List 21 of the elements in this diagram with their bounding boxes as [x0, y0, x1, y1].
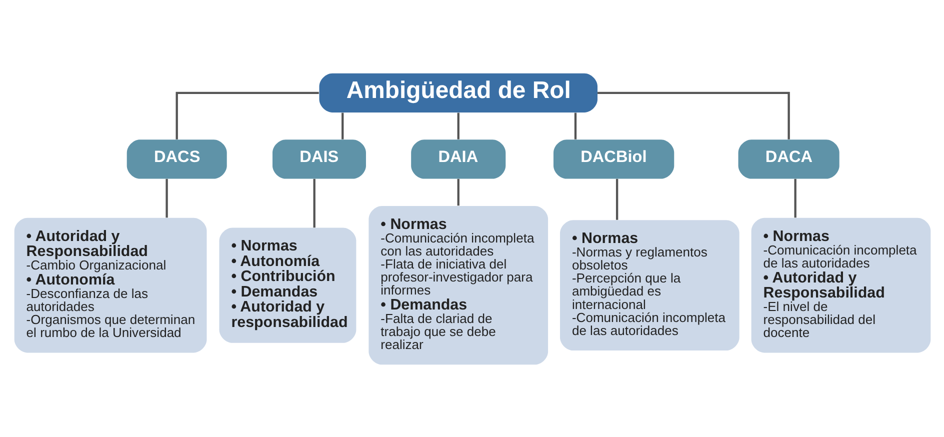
node-box: DACS [126, 139, 226, 178]
connector [456, 178, 459, 206]
connector [456, 112, 459, 139]
connector [574, 112, 576, 139]
connector [615, 178, 618, 220]
node-box: DAIS [272, 139, 366, 178]
node-box: DACBiol [552, 139, 674, 178]
node-box: • Normas -Comunicación incompleta de las autoridades • Autoridad y Responsabilidad -El nivel de responsabilidad del docente [750, 217, 930, 352]
connector [165, 178, 168, 218]
connector [175, 91, 318, 139]
node-box: • Autoridad y Responsabilidad -Cambio Organizacional • Autonomía -Desconfianza de las autoridades -Organismos que determinan el rumbo de la Universidad [14, 217, 206, 352]
connector [312, 178, 315, 228]
node-box: • Normas -Comunicación incompleta con las autoridades -Flata de iniciativa del profesor-investigador para informes • Demandas -Falta de clariad de trabajo que se debe realizar [368, 205, 548, 364]
connector [341, 112, 344, 139]
node-box: • Normas -Normas y reglamentos obsoletos -Percepción que la ambigüedad es internacional -Comunicación incompleta de las autoridades [560, 220, 739, 350]
connector [597, 91, 790, 139]
node-box: • Normas • Autonomía • Contribución • Demandas • Autoridad y responsabilidad [218, 227, 356, 342]
node-box: DAIA [410, 139, 506, 178]
node-box: DACA [738, 139, 839, 178]
connector [794, 178, 796, 218]
node-box: Ambigüedad de Rol [318, 72, 597, 112]
